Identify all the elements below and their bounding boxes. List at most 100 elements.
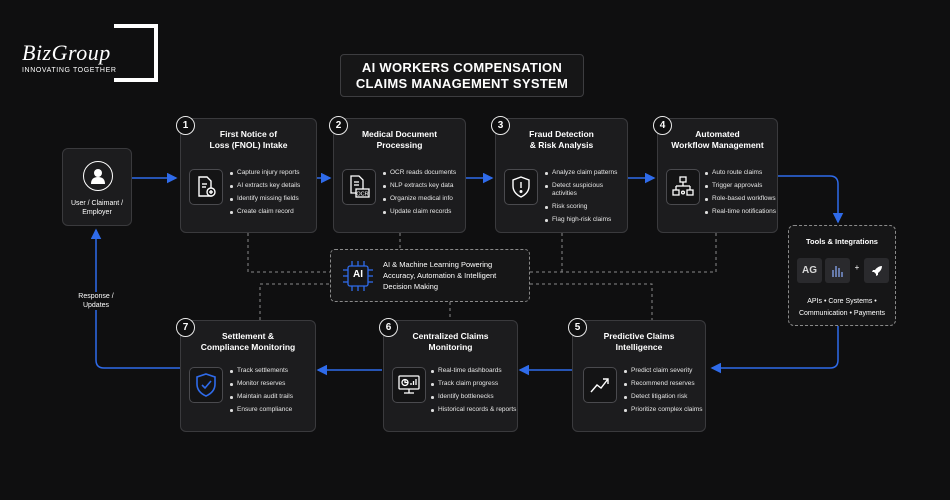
- step-2-title-2: Processing: [376, 140, 423, 150]
- list-item: Auto route claims: [704, 169, 778, 177]
- shield-check-icon: [189, 367, 223, 403]
- logo-name: BizGroup: [22, 40, 113, 66]
- plus-icon: +: [854, 263, 860, 272]
- step-card-2: Medical Document Processing OCR OCR read…: [333, 118, 466, 233]
- step-6-title-1: Centralized Claims: [412, 331, 489, 341]
- ag-logo-icon: AG: [797, 258, 822, 283]
- ai-core-line-3: Decision Making: [383, 282, 439, 291]
- list-item: NLP extracts key data: [382, 182, 466, 190]
- ai-chip-icon: AI: [341, 259, 375, 293]
- step-6-number: 6: [379, 318, 398, 337]
- step-4-bullets: Auto route claims Trigger approvals Role…: [704, 169, 778, 221]
- ai-chip-label: AI: [353, 269, 363, 280]
- page-title: AI WORKERS COMPENSATION CLAIMS MANAGEMEN…: [340, 54, 584, 97]
- title-line-2: CLAIMS MANAGEMENT SYSTEM: [355, 75, 569, 91]
- step-3-title-2: & Risk Analysis: [529, 140, 594, 150]
- dashboard-monitor-icon: [392, 367, 426, 403]
- dashed-4: [530, 233, 717, 273]
- shield-alert-icon: [504, 169, 538, 205]
- ocr-document-icon: OCR: [342, 169, 376, 205]
- response-label-2: Updates: [82, 302, 110, 309]
- step-5-title-2: Intelligence: [615, 342, 663, 352]
- tools-line-2: Communication • Payments: [798, 310, 886, 317]
- step-5-bullets: Predict claim severity Recommend reserve…: [623, 367, 707, 419]
- step-3-bullets: Analyze claim patterns Detect suspicious…: [544, 169, 628, 229]
- step-2-bullets: OCR reads documents NLP extracts key dat…: [382, 169, 466, 221]
- step-4-title-1: Automated: [695, 129, 740, 139]
- list-item: Ensure compliance: [229, 406, 315, 414]
- step-1-number: 1: [176, 116, 195, 135]
- ai-core-box: AI AI & Machine Learning Powering Accura…: [330, 249, 530, 302]
- step-1-title-1: First Notice of: [219, 129, 278, 139]
- user-label-1: User / Claimant /: [70, 200, 124, 207]
- arrow-4-to-tools: [778, 175, 844, 224]
- list-item: Historical records & reports: [430, 406, 518, 414]
- list-item: Identify missing fields: [229, 195, 317, 203]
- list-item: Real-time notifications: [704, 208, 778, 216]
- dashed-5: [530, 283, 653, 320]
- list-item: Detect suspicious activities: [544, 182, 628, 198]
- step-card-5: Predictive Claims Intelligence Predict c…: [572, 320, 706, 432]
- list-item: AI extracts key details: [229, 182, 317, 190]
- list-item: Update claim records: [382, 208, 466, 216]
- workflow-icon: [666, 169, 700, 205]
- step-7-bullets: Track settlements Monitor reserves Maint…: [229, 367, 315, 419]
- tools-integrations-box: Tools & Integrations AG + APIs • Core Sy…: [788, 225, 896, 326]
- step-card-6: Centralized Claims Monitoring Real-time …: [383, 320, 518, 432]
- list-item: Real-time dashboards: [430, 367, 518, 375]
- list-item: Analyze claim patterns: [544, 169, 628, 177]
- tools-title: Tools & Integrations: [806, 237, 878, 246]
- response-updates-label: Response / Updates: [66, 292, 126, 310]
- list-item: Recommend reserves: [623, 380, 707, 388]
- ai-core-line-2: Accuracy, Automation & Intelligent: [383, 271, 497, 280]
- document-plus-icon: [189, 169, 223, 205]
- logo-tagline: INNOVATING TOGETHER: [22, 67, 120, 74]
- step-5-number: 5: [568, 318, 587, 337]
- list-item: Risk scoring: [544, 203, 628, 211]
- step-4-title-2: Workflow Management: [671, 140, 764, 150]
- step-1-bullets: Capture injury reports AI extracts key d…: [229, 169, 317, 221]
- bizgroup-logo: BizGroup INNOVATING TOGETHER: [18, 24, 158, 82]
- step-card-7: Settlement & Compliance Monitoring Track…: [180, 320, 316, 432]
- step-4-number: 4: [653, 116, 672, 135]
- tools-line-1: APIs • Core Systems •: [807, 298, 877, 305]
- dashed-1: [247, 233, 330, 273]
- tools-description: APIs • Core Systems • Communication • Pa…: [789, 296, 895, 320]
- list-item: Trigger approvals: [704, 182, 778, 190]
- user-label-2: Employer: [82, 209, 112, 216]
- ai-core-text: AI & Machine Learning Powering Accuracy,…: [383, 259, 527, 292]
- step-6-bullets: Real-time dashboards Track claim progres…: [430, 367, 518, 419]
- list-item: Track settlements: [229, 367, 315, 375]
- list-item: Detect litigation risk: [623, 393, 707, 401]
- step-7-number: 7: [176, 318, 195, 337]
- step-7-title-2: Compliance Monitoring: [200, 342, 296, 352]
- step-card-1: First Notice of Loss (FNOL) Intake Captu…: [180, 118, 317, 233]
- list-item: Flag high-risk claims: [544, 216, 628, 224]
- arrow-7-to-user: [90, 228, 180, 369]
- list-item: Capture injury reports: [229, 169, 317, 177]
- step-6-title-2: Monitoring: [428, 342, 473, 352]
- list-item: Prioritize complex claims: [623, 406, 707, 414]
- rocket-icon: [864, 258, 889, 283]
- response-label-1: Response /: [78, 293, 114, 300]
- user-icon: [83, 161, 113, 191]
- step-1-title-2: Loss (FNOL) Intake: [209, 140, 288, 150]
- step-card-3: Fraud Detection & Risk Analysis Analyze …: [495, 118, 628, 233]
- list-item: Organize medical info: [382, 195, 466, 203]
- list-item: Monitor reserves: [229, 380, 315, 388]
- list-item: Maintain audit trails: [229, 393, 315, 401]
- step-7-title-1: Settlement &: [222, 331, 274, 341]
- user-card: User / Claimant / Employer: [62, 148, 132, 226]
- step-card-4: Automated Workflow Management Auto route…: [657, 118, 778, 233]
- list-item: Track claim progress: [430, 380, 518, 388]
- list-item: Identify bottlenecks: [430, 393, 518, 401]
- ocr-label: OCR: [356, 192, 368, 198]
- logo-frame: [114, 24, 158, 82]
- arrow-tools-to-5: [710, 326, 839, 374]
- list-item: Create claim record: [229, 208, 317, 216]
- title-line-1: AI WORKERS COMPENSATION: [361, 59, 563, 75]
- step-3-number: 3: [491, 116, 510, 135]
- dashed-7: [259, 283, 330, 320]
- list-item: OCR reads documents: [382, 169, 466, 177]
